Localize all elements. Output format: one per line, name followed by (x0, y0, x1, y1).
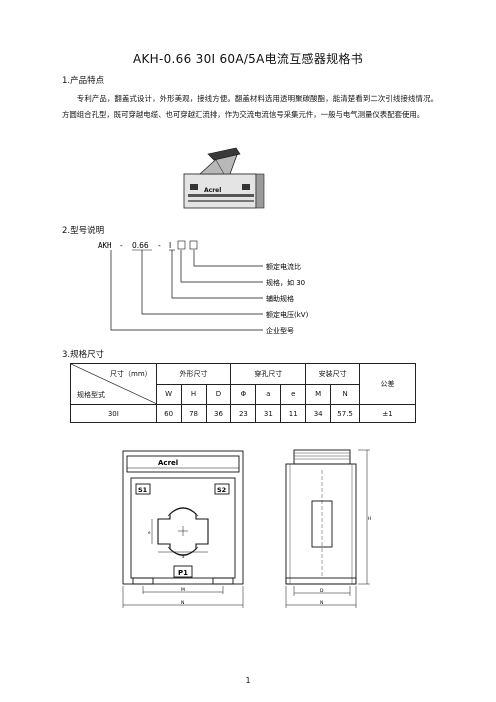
dim-n-label-side: N (320, 600, 323, 606)
model-code-dash: - (158, 241, 161, 250)
terminal-p1-label: P1 (178, 569, 188, 577)
model-label-rated-voltage: 额定电压(kV) (266, 310, 309, 319)
dim-n-label: N (181, 600, 184, 606)
model-code-voltage: 0.66 (132, 241, 149, 250)
features-paragraph: 专利产品，翻盖式设计，外形美观，接线方便。翻盖材料选用透明聚碳酸酯，能清楚看到二… (62, 94, 438, 119)
model-code-prefix: AKH (98, 241, 112, 250)
front-view-drawing: Acrel S1 S2 P1 e a M N (122, 450, 244, 608)
model-label-company-model: 企业型号 (266, 326, 294, 335)
dim-m-label: M (181, 587, 185, 593)
table-cell: 78 (180, 404, 207, 423)
table-cell: 60 (155, 404, 182, 423)
model-code-dash: - (120, 241, 123, 250)
table-cell: 31 (255, 404, 282, 423)
document-title: AKH-0.66 30I 60A/5A电流互感器规格书 (132, 52, 364, 66)
table-header-outline: 外形尺寸 (155, 363, 232, 385)
model-code-box-ratio (189, 240, 198, 250)
terminal-s1-label: S1 (138, 486, 148, 494)
model-code-box-spec (177, 240, 186, 250)
table-cell: 34 (305, 404, 332, 423)
table-cell: 23 (230, 404, 257, 423)
table-header-mount: 安装尺寸 (305, 363, 361, 385)
dim-a-label: a (182, 554, 185, 559)
drawing-brand-label: Acrel (158, 459, 178, 467)
spec-table: 尺寸（mm） 规格型式 外形尺寸 穿孔尺寸 安装尺寸 公差 W H D Φ a … (70, 363, 416, 423)
table-column-header: M (305, 383, 332, 405)
side-view-drawing: H D N (285, 449, 371, 608)
terminal-s2-label: S2 (217, 486, 226, 494)
table-row: 30I 60 78 36 23 31 11 34 57.5 ±1 (70, 404, 416, 423)
product-photo: Acrel (183, 147, 265, 209)
section-heading-dimensions: 3.规格尺寸 (62, 350, 105, 360)
model-code-series: I (169, 241, 171, 250)
dim-d-label: D (320, 588, 324, 594)
table-column-header: e (280, 383, 307, 405)
table-cell-tolerance: ±1 (359, 404, 416, 423)
table-column-header: a (255, 383, 282, 405)
page-number: 1 (245, 676, 251, 685)
model-label-spec: 规格，如 30 (266, 278, 305, 287)
table-header-tolerance: 公差 (359, 363, 416, 405)
table-corner-top: 尺寸（mm） (110, 370, 152, 378)
product-brand-label: Acrel (204, 187, 221, 194)
table-column-header: H (180, 383, 207, 405)
model-code-diagram: AKH - 0.66 - I 额定电流比 规格，如 30 辅助规格 额定电压(k… (98, 240, 309, 335)
table-cell: 57.5 (330, 404, 361, 423)
table-column-header: N (330, 383, 361, 405)
dim-h-label: H (368, 516, 371, 522)
table-cell-model: 30I (70, 404, 157, 423)
section-heading-features: 1.产品特点 (62, 76, 105, 86)
table-cell: 11 (280, 404, 307, 423)
table-column-header: D (205, 383, 232, 405)
table-cell: 36 (205, 404, 232, 423)
table-column-header: Φ (230, 383, 257, 405)
table-corner-bottom: 规格型式 (77, 391, 105, 399)
table-column-header: W (155, 383, 182, 405)
table-header-hole: 穿孔尺寸 (230, 363, 307, 385)
section-heading-model: 2.型号说明 (62, 226, 105, 236)
table-corner-cell: 尺寸（mm） 规格型式 (70, 363, 157, 405)
model-label-rated-ratio: 额定电流比 (266, 262, 301, 271)
model-label-aux-spec: 辅助规格 (266, 294, 294, 303)
dim-e-label: e (148, 530, 151, 535)
